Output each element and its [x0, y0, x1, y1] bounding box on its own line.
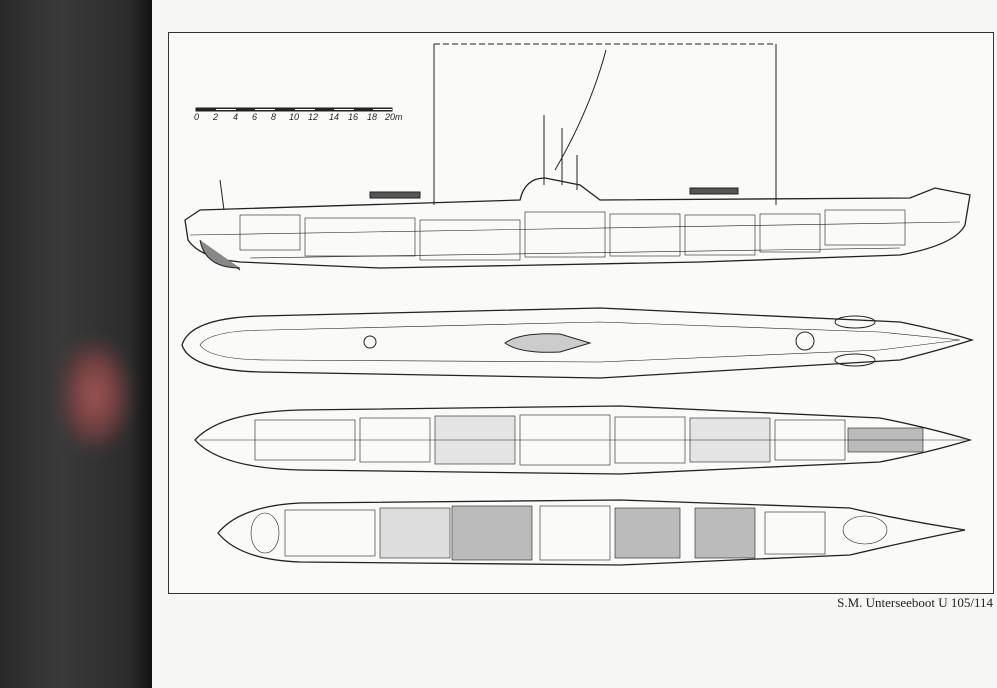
- scale-bar-labels: 0 2 4 6 8 10 12 14 16 18 20m: [194, 112, 414, 126]
- scale-tick: 10: [289, 112, 300, 122]
- scale-tick: 14: [329, 112, 340, 122]
- scale-tick: 2: [213, 112, 219, 122]
- scan-artifact: [60, 340, 130, 450]
- scale-tick: 18: [367, 112, 378, 122]
- scale-bar: [195, 107, 393, 112]
- scale-tick: 12: [308, 112, 319, 122]
- scale-tick: 4: [233, 112, 239, 122]
- plan-section-lower: [217, 499, 966, 566]
- scale-tick: 6: [252, 112, 258, 122]
- scale-tick: 20m: [385, 112, 403, 122]
- figure-caption: S.M. Unterseeboot U 105/114: [837, 595, 993, 610]
- plan-section-upper: [194, 405, 973, 475]
- side-profile-view: [184, 43, 971, 271]
- scale-tick: 0: [194, 112, 200, 122]
- scale-tick: 8: [271, 112, 277, 122]
- scale-tick: 16: [348, 112, 359, 122]
- book-binding-edge: [0, 0, 152, 688]
- top-view: [181, 307, 975, 379]
